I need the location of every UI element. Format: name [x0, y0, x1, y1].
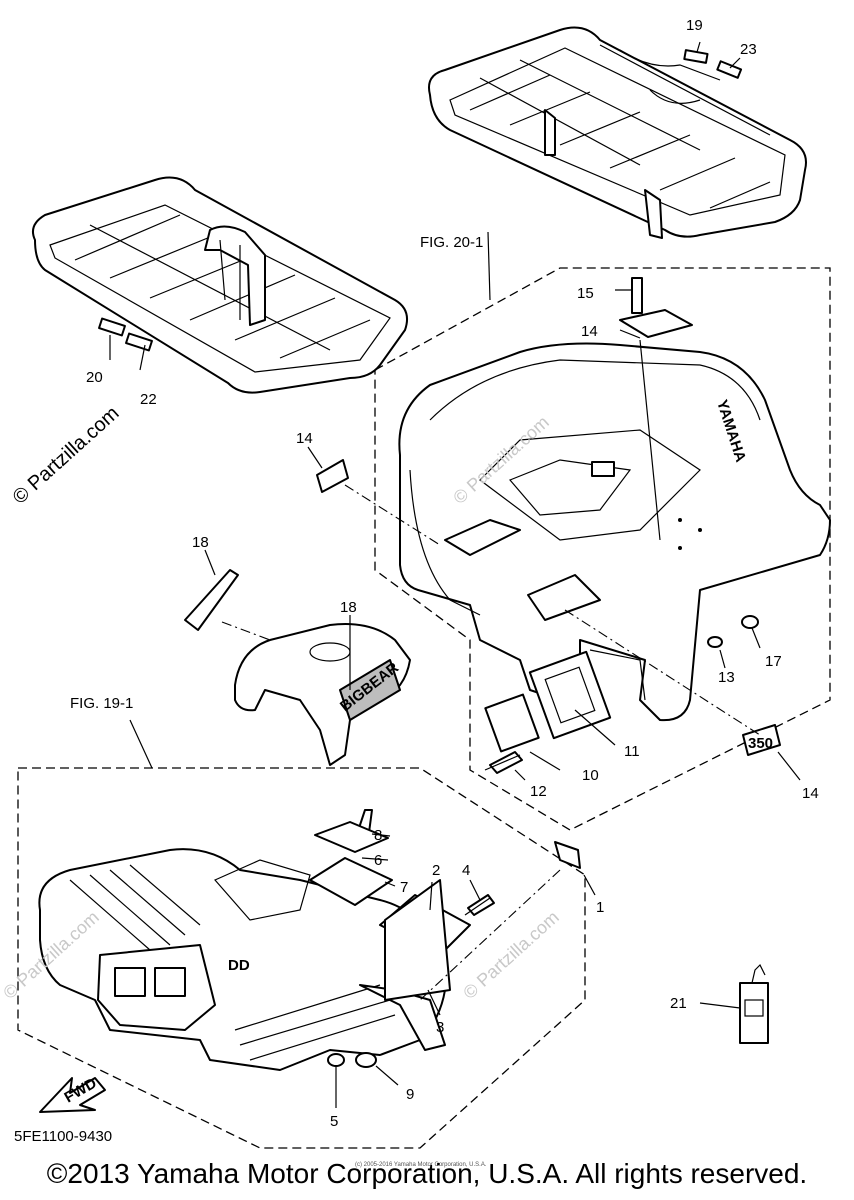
- callout-20: 20: [86, 369, 103, 386]
- callout-22: 22: [140, 391, 157, 408]
- grommet-13: [707, 636, 723, 648]
- callout-15: 14: [581, 323, 598, 340]
- callout-17: 17: [765, 653, 782, 670]
- callout-1: 1: [596, 899, 604, 916]
- callout-7: 7: [400, 879, 408, 896]
- callout-13: 13: [718, 669, 735, 686]
- callout-10: 10: [582, 767, 599, 784]
- callout-5: 5: [330, 1113, 338, 1130]
- grommet-9: [355, 1052, 377, 1068]
- callout-9: 9: [406, 1086, 414, 1103]
- rear-fender: YAMAHA: [374, 267, 831, 831]
- front-light-parts: [309, 809, 581, 1001]
- fwd-arrow: FWD: [39, 1075, 106, 1113]
- small-credit: (c) 2005-2016 Yamaha Motor Corporation, …: [355, 1162, 487, 1168]
- leader-lines: [109, 41, 801, 1108]
- fig-ref-19-1: FIG. 19-1: [70, 695, 133, 712]
- callout-3: 3: [436, 1019, 444, 1036]
- callout-14-top: 14: [296, 430, 313, 447]
- watermark-main: © Partzilla.com: [9, 402, 124, 509]
- callout-16: 15: [577, 285, 594, 302]
- callout-8: 8: [374, 827, 382, 844]
- callout-14-emblem: 14: [802, 785, 819, 802]
- fig-ref-20-1: FIG. 20-1: [420, 234, 483, 251]
- callout-6: 6: [374, 852, 382, 869]
- tag-19: [739, 963, 769, 1044]
- callouts: 19 23 20 22 FIG. 20-1 15 14 14 18 18 17 …: [70, 17, 819, 1130]
- small-decals: [98, 49, 743, 352]
- callout-21: 19: [686, 17, 703, 34]
- headlight-cover: BIGBEAR: [234, 623, 411, 766]
- copyright-notice: ©2013 Yamaha Motor Corporation, U.S.A. A…: [46, 1158, 808, 1189]
- drawing-code: 5FE1100-9430: [14, 1128, 113, 1145]
- grommet-17: [741, 615, 759, 629]
- front-carrier: [32, 176, 408, 394]
- decal-14-small: [316, 459, 349, 493]
- watermark-front-right: © Partzilla.com: [459, 907, 563, 1003]
- grommet-5: [327, 1053, 345, 1067]
- callout-23: 23: [740, 41, 757, 58]
- rear-carrier: [428, 26, 807, 239]
- callout-18-cover: 18: [340, 599, 357, 616]
- decal-18-strip: [184, 569, 239, 631]
- callout-18-left: 18: [192, 534, 209, 551]
- fender-emblem: DD: [228, 957, 250, 974]
- callout-2: 2: [432, 862, 440, 879]
- rear-light-parts: [484, 650, 612, 774]
- front-fender: DD: [17, 767, 586, 1149]
- bolt-16-plate-15: [619, 277, 693, 541]
- svg-text:350: 350: [748, 735, 773, 752]
- callout-19: 21: [670, 995, 687, 1012]
- callout-12: 12: [530, 783, 547, 800]
- callout-4: 4: [462, 862, 470, 879]
- emblem-350: 350: [742, 724, 781, 756]
- callout-11: 11: [624, 743, 640, 760]
